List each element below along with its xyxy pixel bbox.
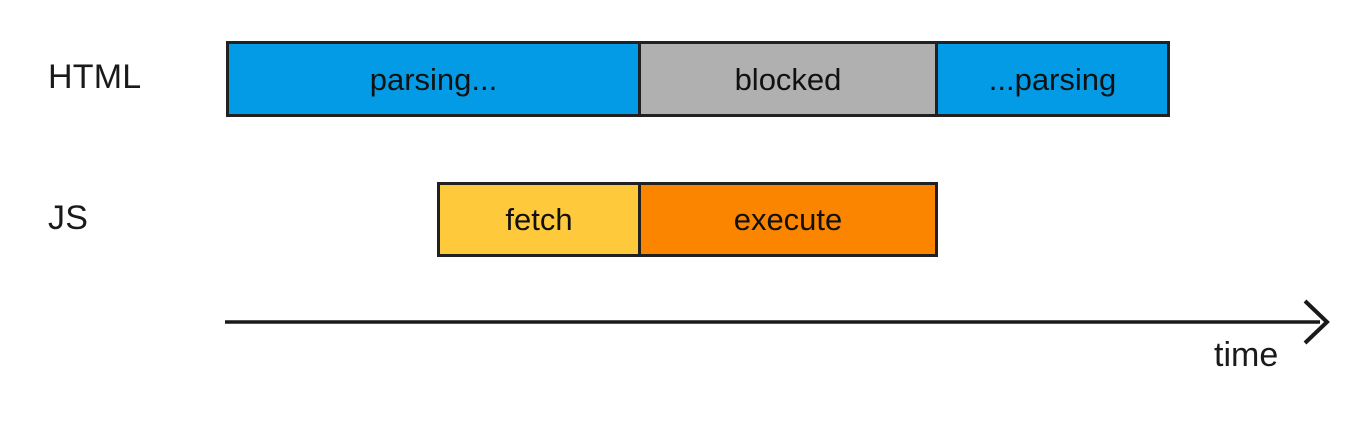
segment-js-fetch[interactable]: fetch xyxy=(440,185,638,254)
row-label-js: JS xyxy=(48,199,89,237)
arrow-right-icon xyxy=(225,299,1330,345)
segment-label: execute xyxy=(733,202,843,237)
segment-html-blocked[interactable]: blocked xyxy=(638,44,935,114)
row-label-html: HTML xyxy=(48,58,142,96)
segment-label: fetch xyxy=(505,202,573,237)
segment-html-parsing-after[interactable]: ...parsing xyxy=(935,44,1167,114)
segment-label: blocked xyxy=(734,61,842,97)
timeline-row-js: fetch execute xyxy=(437,182,938,257)
segment-label: ...parsing xyxy=(988,61,1117,97)
segment-label: parsing... xyxy=(369,61,498,97)
timeline-row-html: parsing... blocked ...parsing xyxy=(226,41,1170,117)
segment-html-parsing-before[interactable]: parsing... xyxy=(229,44,638,114)
time-axis-arrow xyxy=(220,296,1340,352)
time-axis-label: time xyxy=(1214,336,1279,374)
segment-js-execute[interactable]: execute xyxy=(638,185,935,254)
